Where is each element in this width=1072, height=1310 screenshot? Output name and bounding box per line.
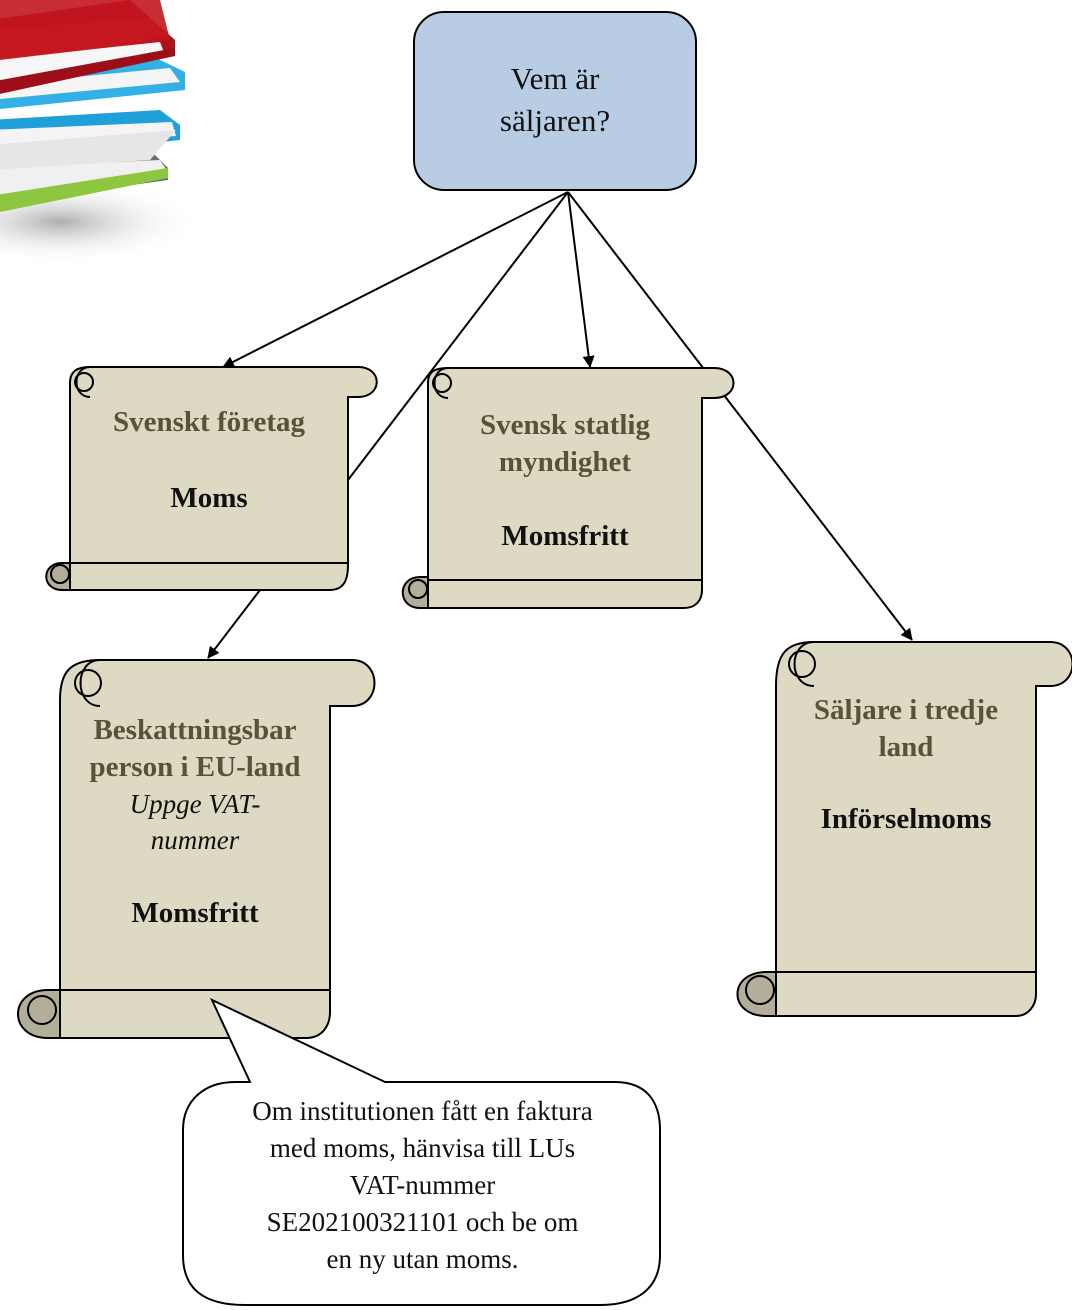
svenskt-title: Svenskt företag — [113, 406, 305, 438]
eu-title-line-1: Beskattningsbar — [93, 714, 297, 746]
statlig-text: Svensk statlig myndighet Momsfritt — [428, 407, 702, 555]
arrow-svenskt-to-eu — [207, 589, 261, 659]
callout-text: Om institutionen fått en faktura med mom… — [190, 1093, 655, 1278]
callout-line-1: Om institutionen fått en faktura — [252, 1096, 593, 1126]
root-line-1: Vem är — [510, 61, 600, 96]
statlig-vat-status: Momsfritt — [501, 520, 629, 552]
statlig-title-line-1: Svensk statlig — [479, 409, 650, 441]
root-node-box — [413, 11, 697, 191]
root-line-2: säljaren? — [499, 103, 611, 138]
scroll-eu-land — [17, 659, 376, 1039]
eu-vat-status: Momsfritt — [131, 897, 259, 929]
scroll-tredje-land — [736, 641, 1072, 1017]
line-root-to-svenskt-side — [347, 191, 569, 481]
eu-sub-line-2: nummer — [150, 825, 240, 855]
statlig-title-line-2: myndighet — [498, 446, 632, 478]
callout-line-3: VAT-nummer — [349, 1170, 496, 1200]
tredje-land-text: Säljare i tredje land Införselmoms — [776, 692, 1036, 838]
tredje-title-line-1: Säljare i tredje — [813, 694, 999, 726]
root-node-label: Vem är säljaren? — [414, 58, 696, 142]
tredje-title-line-2: land — [878, 731, 934, 763]
scroll-svensk-statlig-myndighet — [401, 367, 735, 609]
arrow-root-to-tredje — [567, 191, 913, 641]
callout-line-4: SE202100321101 och be om — [266, 1207, 579, 1237]
callout-line-2: med moms, hänvisa till LUs — [269, 1133, 576, 1163]
eu-sub-line-1: Uppge VAT- — [129, 789, 261, 819]
callout-line-5: en ny utan moms. — [326, 1244, 519, 1274]
svenskt-vat-status: Moms — [170, 482, 248, 514]
arrow-root-to-statlig — [567, 191, 595, 368]
scroll-svenskt-foretag — [45, 366, 378, 591]
stack-of-books-icon — [0, 0, 200, 264]
callout-bubble — [182, 997, 661, 1306]
arrow-root-to-svenskt — [222, 191, 569, 368]
eu-title-line-2: person i EU-land — [89, 751, 301, 783]
eu-land-text: Beskattningsbar person i EU-land Uppge V… — [60, 712, 330, 932]
tredje-vat-status: Införselmoms — [820, 803, 992, 835]
svenskt-foretag-text: Svenskt företag Moms — [70, 404, 348, 517]
